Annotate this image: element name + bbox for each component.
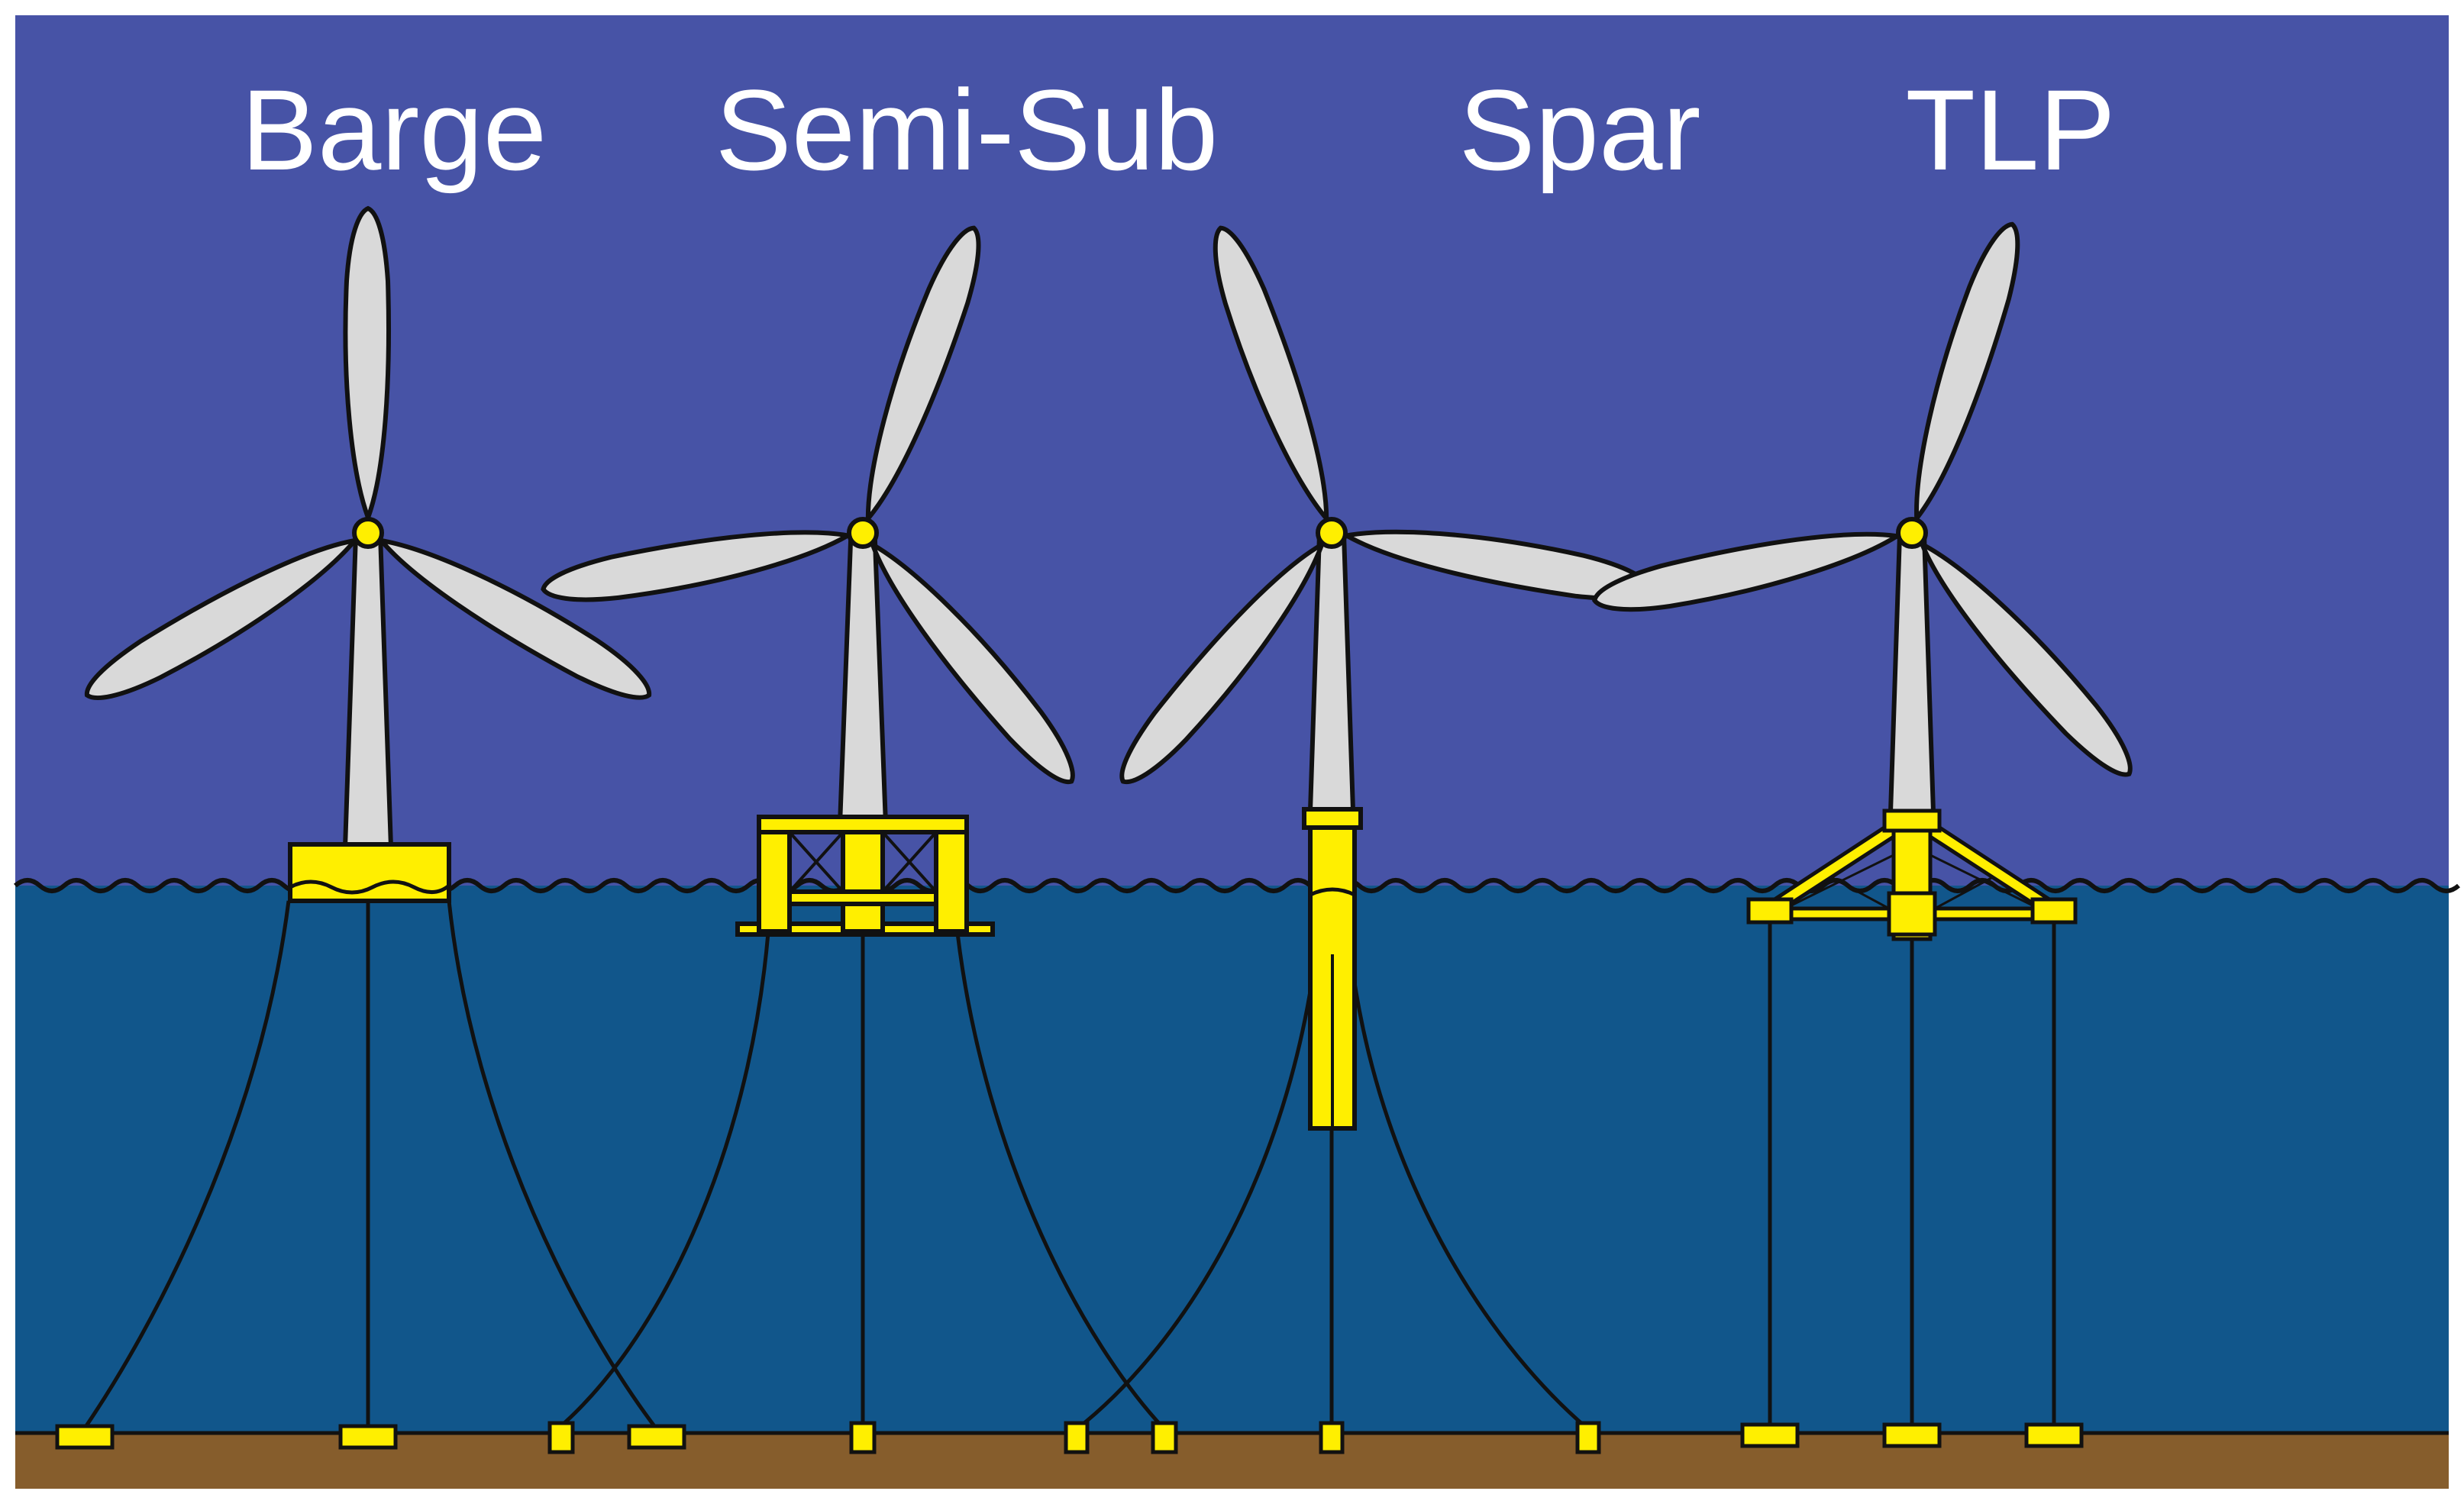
tlp-bracing [1791, 854, 2033, 910]
semi-sub-anchors [547, 1421, 1178, 1454]
tlp-rotor [1590, 218, 2146, 788]
spar-platform-group [1064, 221, 1655, 1454]
sea [15, 886, 2449, 1435]
barge-mooring-lines [82, 900, 658, 1431]
semi-sub-tower [837, 540, 889, 827]
sky [15, 15, 2449, 886]
barge-waterline [289, 879, 450, 895]
semi-sub-platform-group [540, 221, 1178, 1454]
barge-tower [342, 532, 394, 850]
tlp-hull [1746, 808, 2078, 941]
barge-rotor [76, 208, 660, 715]
semi-sub-label: Semi-Sub [715, 66, 1219, 194]
semi-sub-rotor [540, 221, 1089, 795]
semi-sub-hull [735, 815, 995, 937]
tlp-anchors [1740, 1422, 2084, 1448]
spar-anchors [1064, 1421, 1601, 1454]
spar-label: Spar [1458, 66, 1701, 194]
barge-platform-group [55, 208, 686, 1450]
tlp-tendons [1768, 920, 2056, 1429]
spar-mooring-lines [1075, 961, 1590, 1431]
spar-rotor [1107, 221, 1655, 796]
semi-sub-bracing [788, 831, 938, 893]
tlp-label: TLP [1905, 66, 2116, 194]
tlp-platform-group [1590, 218, 2146, 1448]
barge-label: Barge [241, 66, 547, 194]
barge-anchors [55, 1424, 686, 1450]
spar-waterline [1309, 887, 1356, 897]
semi-sub-mooring-lines [556, 932, 1166, 1431]
tlp-tower [1888, 532, 1936, 815]
spar-tower [1307, 532, 1356, 813]
